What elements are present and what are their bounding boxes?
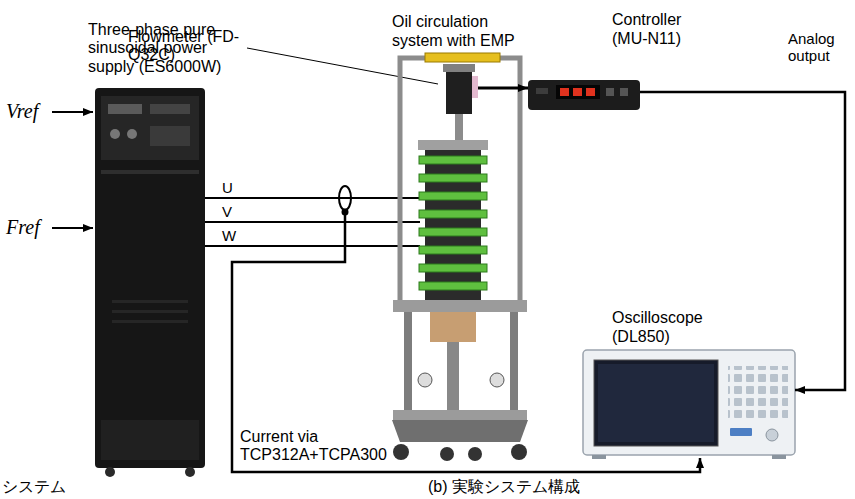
vent bbox=[112, 300, 188, 303]
display-digit bbox=[573, 88, 582, 96]
coil-band bbox=[419, 282, 487, 290]
edge-label: V bbox=[222, 203, 232, 220]
device-label: Controller (MU-N11) bbox=[612, 11, 708, 48]
caption-fragment: システム bbox=[2, 478, 66, 496]
reference-signal: Fref bbox=[6, 216, 40, 239]
display-digit bbox=[560, 88, 569, 96]
leader-line bbox=[247, 48, 438, 84]
connector bbox=[205, 221, 385, 223]
display-digit bbox=[586, 88, 595, 96]
scope-screen bbox=[598, 364, 714, 442]
coil-band bbox=[419, 156, 487, 164]
flowmeter-cap bbox=[443, 64, 475, 72]
wheel bbox=[185, 467, 195, 477]
scope-button bbox=[730, 428, 752, 436]
wheel bbox=[105, 467, 115, 477]
vent bbox=[112, 310, 188, 313]
wheel bbox=[393, 444, 409, 460]
coil-band bbox=[419, 174, 487, 182]
button-grid bbox=[728, 366, 788, 422]
oscilloscope-node: Oscilloscope (DL850) bbox=[583, 350, 795, 455]
base-frame bbox=[392, 420, 528, 442]
oil-circulation-system-node: Oil circulation system with EMPFlowmeter… bbox=[385, 55, 535, 463]
controller-button bbox=[620, 88, 628, 96]
base-plate bbox=[393, 300, 527, 312]
oscilloscope-device bbox=[583, 350, 795, 459]
panel-seam bbox=[101, 170, 199, 174]
pipe bbox=[455, 114, 463, 140]
edge-label: W bbox=[222, 227, 236, 244]
control-panel bbox=[101, 96, 199, 160]
coil-band bbox=[419, 228, 487, 236]
flowmeter-body bbox=[446, 72, 472, 114]
controller-display bbox=[556, 85, 600, 99]
pump-core bbox=[425, 150, 481, 300]
switch-panel bbox=[150, 126, 190, 146]
controller-node: Controller (MU-N11) bbox=[528, 76, 640, 112]
power-supply-cabinet bbox=[95, 88, 205, 477]
vent bbox=[112, 320, 188, 323]
cabinet-body bbox=[95, 88, 205, 468]
coil-band bbox=[419, 246, 487, 254]
gauge bbox=[418, 373, 432, 387]
connector bbox=[640, 92, 845, 390]
flowmeter-node: Flowmeter (FD-Q32C) bbox=[440, 64, 478, 116]
input-arrow bbox=[52, 227, 93, 229]
coil-band bbox=[419, 210, 487, 218]
leg bbox=[510, 312, 518, 412]
flowmeter-sensor bbox=[472, 76, 478, 98]
pipe bbox=[497, 58, 520, 300]
connector bbox=[205, 197, 385, 199]
device-label: Oil circulation system with EMP bbox=[392, 13, 527, 50]
scope-foot bbox=[772, 455, 786, 459]
edge-label: U bbox=[222, 179, 233, 196]
scope-body bbox=[583, 350, 795, 455]
gauge bbox=[490, 373, 504, 387]
wheel bbox=[440, 447, 454, 461]
knob bbox=[110, 129, 120, 139]
controller-button bbox=[606, 88, 614, 96]
figure-caption: (b) 実験システム構成 bbox=[428, 478, 580, 496]
power-supply-node: Three-phase pure sinusoidal power supply… bbox=[95, 88, 205, 468]
knob bbox=[127, 129, 137, 139]
display bbox=[108, 104, 142, 114]
display bbox=[150, 104, 190, 114]
oil-circulation-system bbox=[392, 53, 528, 461]
coil-cap bbox=[418, 140, 488, 150]
controller-body bbox=[528, 80, 640, 110]
connector bbox=[478, 87, 528, 90]
reference-signal: Vref bbox=[6, 100, 38, 123]
wheel bbox=[468, 447, 482, 461]
edge-label: Analog output bbox=[788, 30, 850, 65]
device-label: Flowmeter (FD-Q32C) bbox=[128, 28, 246, 65]
scope-foot bbox=[592, 455, 606, 459]
controller-logo bbox=[536, 88, 548, 94]
device-label: Oscilloscope (DL850) bbox=[612, 309, 747, 346]
scope-knob bbox=[766, 429, 778, 441]
controller-device bbox=[528, 80, 640, 110]
coil-band bbox=[419, 264, 487, 272]
top-fitting bbox=[425, 53, 500, 62]
wheel bbox=[511, 444, 527, 460]
coil-band bbox=[419, 192, 487, 200]
lower-plate bbox=[393, 410, 527, 420]
input-arrow bbox=[52, 111, 93, 113]
base-panel bbox=[101, 420, 199, 460]
connector bbox=[205, 245, 385, 247]
leg bbox=[404, 312, 412, 412]
center-column bbox=[447, 342, 459, 410]
probe-label: Current via TCP312A+TCPA300 bbox=[240, 428, 390, 465]
pump-block bbox=[430, 312, 476, 342]
scope-bezel bbox=[594, 360, 718, 446]
